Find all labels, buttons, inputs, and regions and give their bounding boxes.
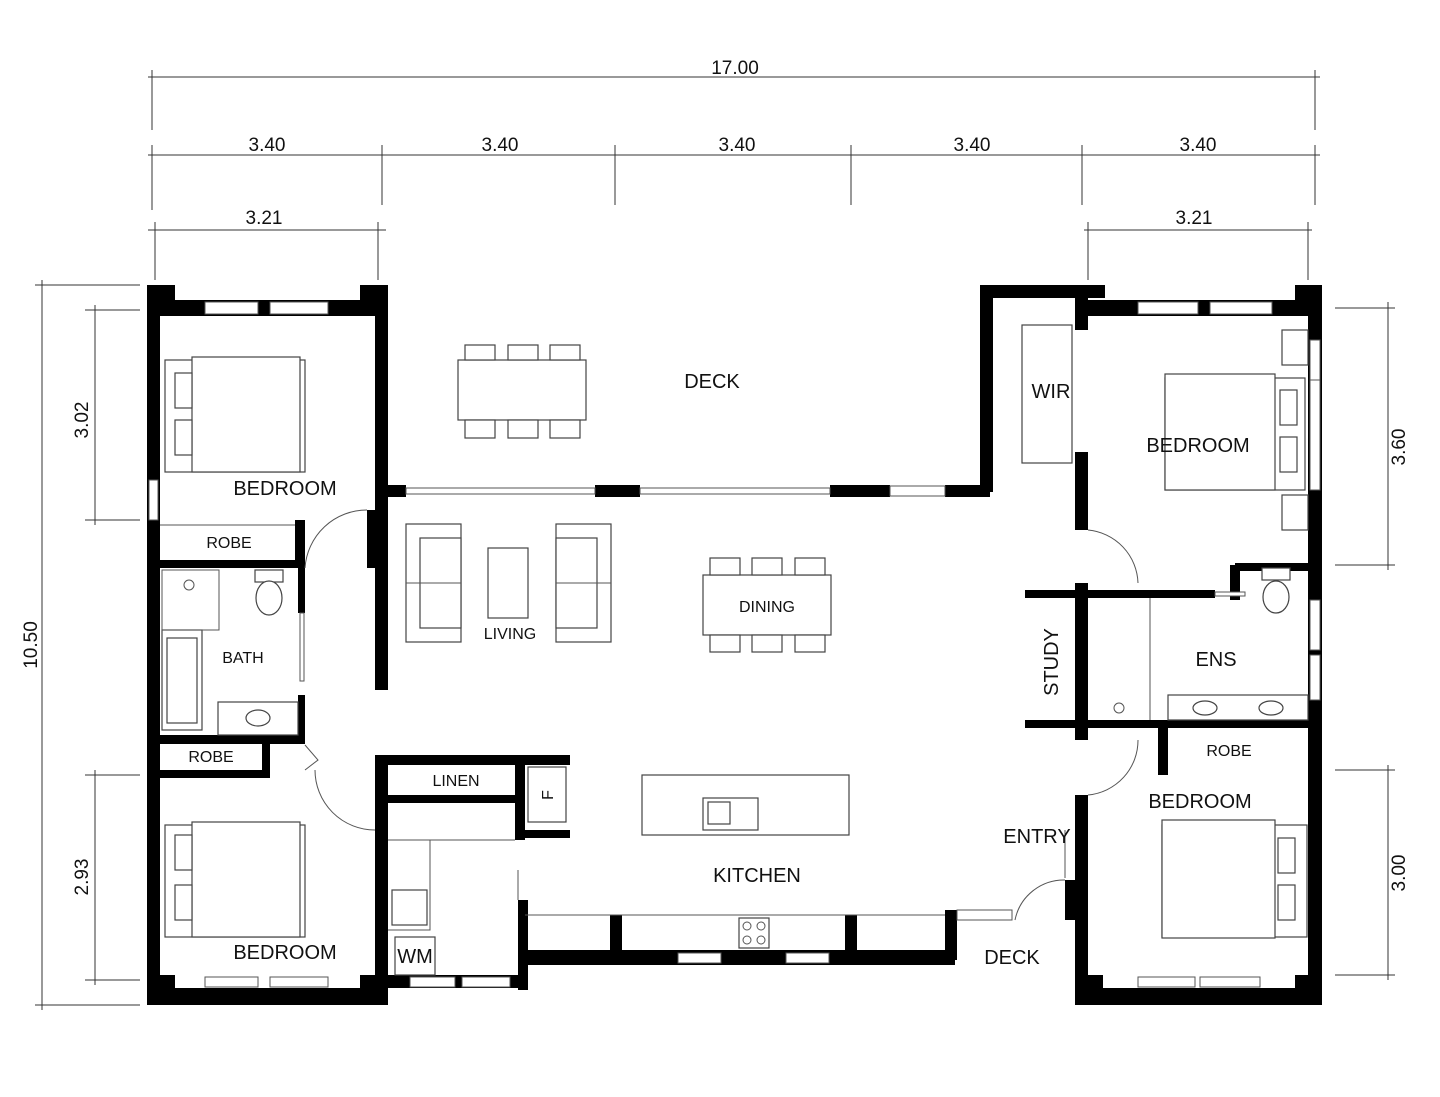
room-label-study: STUDY <box>1041 628 1063 696</box>
room-label-bath: BATH <box>222 650 263 667</box>
dim-right-top-depth: 3.60 <box>1389 429 1410 466</box>
room-label-kitchen: KITCHEN <box>713 865 801 887</box>
dim-right-bedroom-width: 3.21 <box>1176 208 1213 229</box>
dim-bay-1: 3.40 <box>249 135 286 156</box>
shower <box>161 569 220 631</box>
laundry-tub <box>391 889 428 926</box>
dim-bay-4: 3.40 <box>954 135 991 156</box>
fridge-space <box>527 766 567 823</box>
room-label-linen: LINEN <box>432 773 479 790</box>
sofa-left <box>405 523 462 643</box>
doors <box>304 509 1139 921</box>
ens-toilet-icon <box>1261 567 1291 614</box>
room-label-wir: WIR <box>1032 381 1071 403</box>
dim-overall-width: 17.00 <box>711 58 759 79</box>
room-label-robe-bottom-left: ROBE <box>188 749 233 766</box>
coffee-table <box>487 547 529 619</box>
bed-bottom-right <box>1161 819 1308 939</box>
room-label-deck-bottom: DECK <box>984 947 1040 969</box>
dim-bay-3: 3.40 <box>719 135 756 156</box>
shower-head-icon <box>183 579 195 591</box>
bed-top-right <box>1164 329 1309 531</box>
basin-icon <box>217 701 299 736</box>
room-label-bedroom-top-left: BEDROOM <box>233 478 336 500</box>
wir-shelving <box>1021 324 1073 464</box>
room-label-wm: WM <box>397 946 433 968</box>
room-label-living: LIVING <box>484 626 536 643</box>
room-label-fridge: F <box>540 790 557 800</box>
bed-bottom-left <box>164 821 306 938</box>
dimension-lines <box>35 70 1395 1010</box>
sink-icon <box>702 797 759 831</box>
toilet-icon <box>254 569 284 616</box>
dim-left-bedroom-width: 3.21 <box>246 208 283 229</box>
room-label-entry: ENTRY <box>1003 826 1070 848</box>
bathtub <box>161 629 203 731</box>
kitchen-bench <box>388 839 945 931</box>
dim-left-top-depth: 3.02 <box>72 402 93 439</box>
washing-machine <box>394 936 436 976</box>
room-label-robe-right: ROBE <box>1206 743 1251 760</box>
bed-top-left <box>164 356 306 473</box>
ens-vanity <box>1167 694 1309 721</box>
ens-shower-head-icon <box>1113 702 1125 714</box>
dining-table <box>702 557 832 653</box>
room-label-bedroom-bottom-left: BEDROOM <box>233 942 336 964</box>
cooktop-icon <box>738 917 770 949</box>
room-label-bedroom-top-right: BEDROOM <box>1146 435 1249 457</box>
sofa-right <box>555 523 612 643</box>
dim-right-bottom-depth: 3.00 <box>1389 855 1410 892</box>
room-label-dining: DINING <box>739 599 795 616</box>
room-label-robe-top-left: ROBE <box>206 535 251 552</box>
room-label-bedroom-bottom-right: BEDROOM <box>1148 791 1251 813</box>
dim-left-bottom-depth: 2.93 <box>72 859 93 896</box>
windows <box>148 301 1321 988</box>
dim-bay-5: 3.40 <box>1180 135 1217 156</box>
dim-bay-2: 3.40 <box>482 135 519 156</box>
deck-table <box>457 344 587 439</box>
room-label-ens: ENS <box>1195 649 1236 671</box>
room-label-deck-top: DECK <box>684 371 740 393</box>
dim-overall-depth: 10.50 <box>21 621 42 669</box>
